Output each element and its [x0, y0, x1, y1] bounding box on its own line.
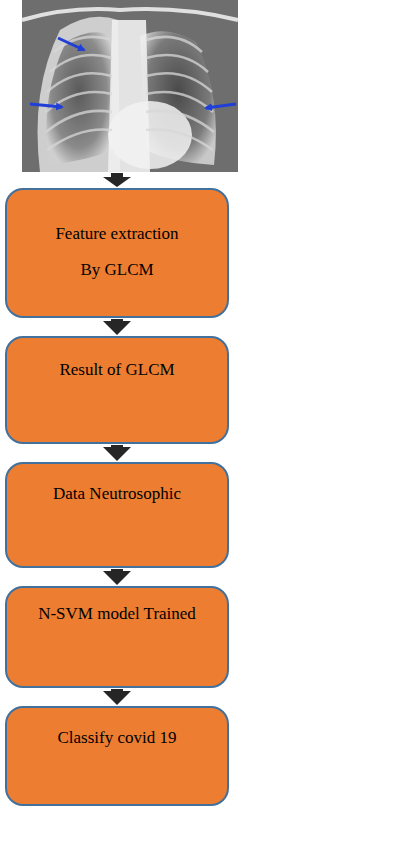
box-label: Classify covid 19 [58, 728, 177, 748]
box-label: Feature extraction [55, 224, 178, 244]
box-label: Data Neutrosophic [53, 484, 181, 504]
flow-arrow [111, 689, 123, 691]
process-box: Result of GLCM [5, 336, 229, 444]
block-arrow [103, 173, 131, 187]
flow-arrow [111, 569, 123, 571]
box-label: By GLCM [80, 260, 153, 280]
process-box: Feature extraction By GLCM [5, 188, 229, 318]
ribs [46, 37, 214, 150]
box-label: Result of GLCM [59, 360, 174, 380]
pointer-arrows [30, 38, 236, 108]
process-box: N-SVM model Trained [5, 586, 229, 688]
left-lung [46, 32, 112, 165]
box-label: N-SVM model Trained [38, 604, 196, 624]
xray-frame [22, 0, 238, 172]
flow-arrow [111, 445, 123, 447]
process-box: Data Neutrosophic [5, 462, 229, 568]
flow-arrow [111, 319, 123, 321]
clavicles [22, 9, 238, 20]
process-box: Classify covid 19 [5, 706, 229, 806]
